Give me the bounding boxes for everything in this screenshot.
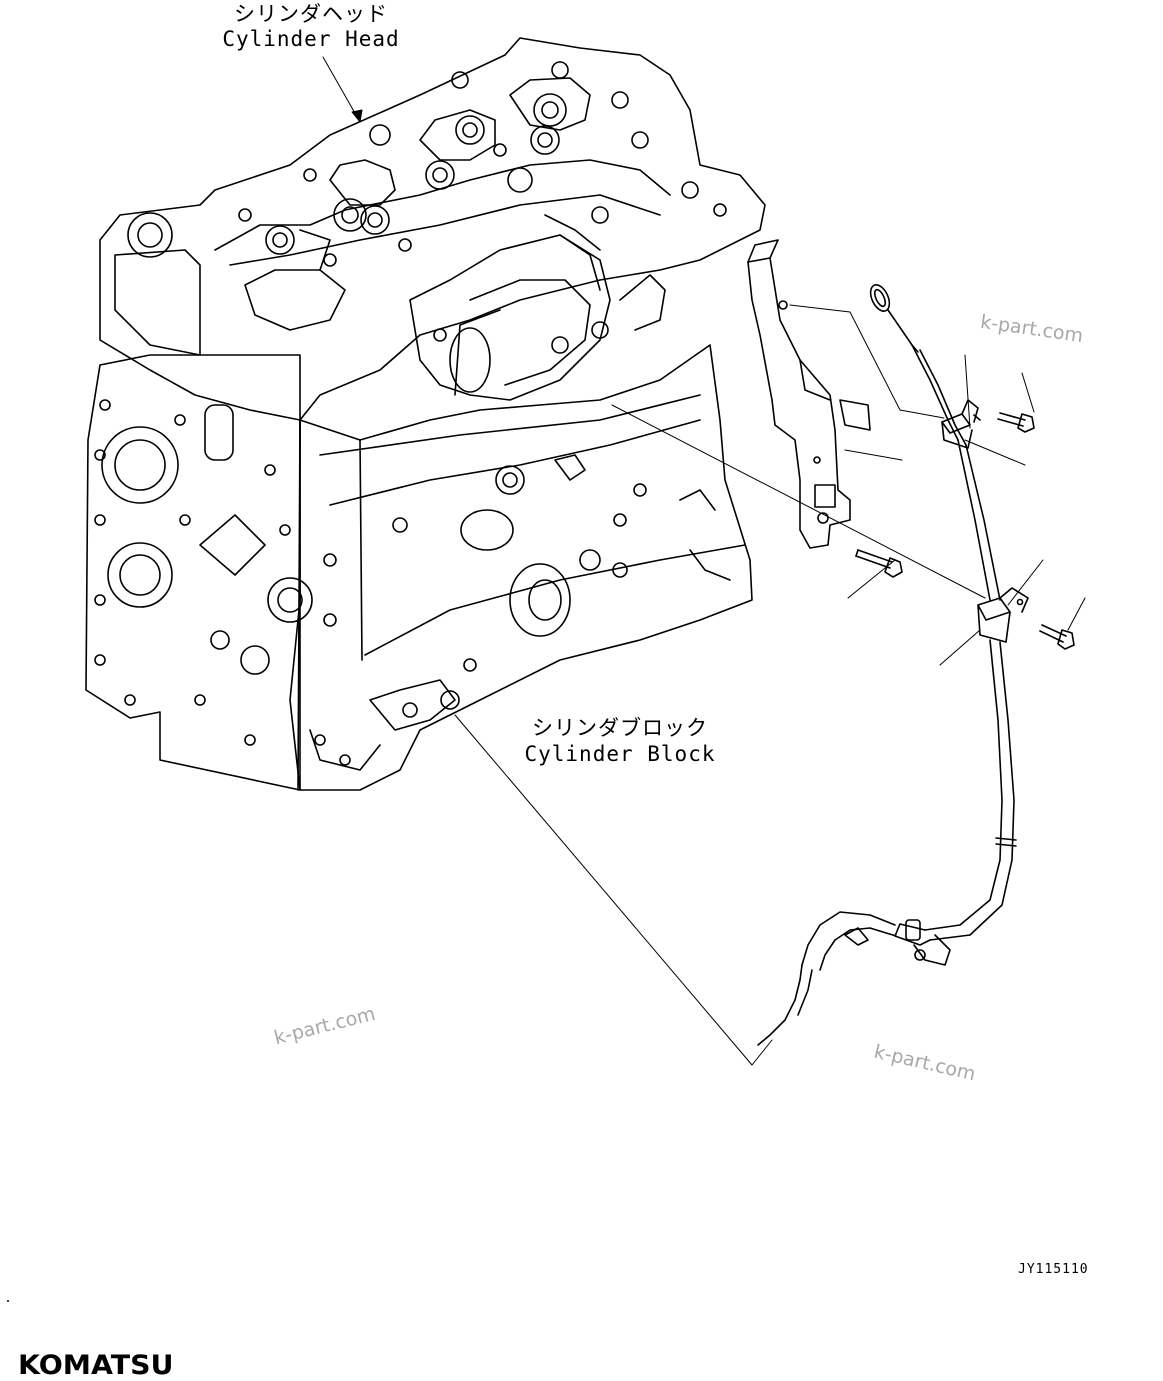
cylinder-head-label-jp: シリンダヘッド [234, 2, 388, 26]
cylinder-block-label-en: Cylinder Block [524, 742, 716, 766]
clamp-bolt-lower [1039, 624, 1075, 650]
leader-lines [322, 56, 1086, 1066]
cylinder-block-label-jp: シリンダブロック [532, 716, 708, 740]
dipstick-assembly [757, 284, 1029, 1046]
cylinder-block-outline [289, 344, 753, 791]
clamp-bolt-upper [997, 412, 1035, 433]
dipstick-bracket [747, 239, 871, 549]
front-plate [85, 354, 301, 791]
bracket-bolt [855, 549, 903, 578]
cylinder-head-label-en: Cylinder Head [222, 27, 400, 51]
engine-illustration [85, 37, 766, 791]
drawing-code: JY115110 [1018, 1262, 1089, 1277]
cylinder-head-outline [99, 37, 766, 421]
komatsu-logo: KOMATSU [18, 1350, 174, 1381]
